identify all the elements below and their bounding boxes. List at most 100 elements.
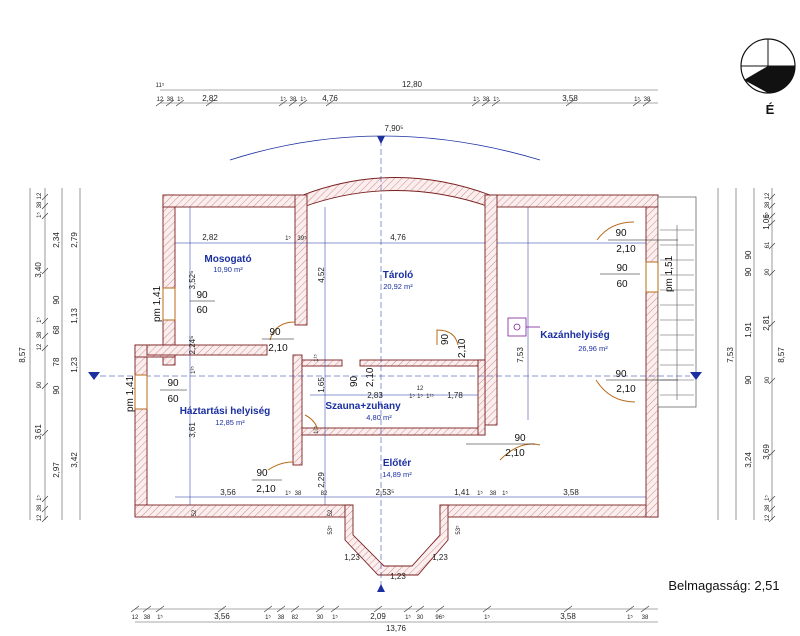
svg-text:90: 90 <box>440 333 451 345</box>
dimension-label: 1,23 <box>432 553 448 562</box>
dimension-label: 78 <box>52 357 61 366</box>
dimension-label: 2,97 <box>52 462 61 478</box>
dimension-label: 38 <box>290 97 297 103</box>
svg-text:90: 90 <box>269 327 281 338</box>
room-szauna: Szauna+zuhany 4,80 m² <box>325 401 401 422</box>
left-segment-labels: 12381⁵3,401⁵3812903,611⁵38122,3490687890… <box>34 192 79 521</box>
svg-text:90: 90 <box>256 468 268 479</box>
section-marker-left <box>88 372 100 380</box>
dimension-label: 96⁵ <box>435 614 445 621</box>
svg-text:90: 90 <box>615 228 627 239</box>
svg-text:60: 60 <box>167 394 179 405</box>
svg-text:90: 90 <box>615 369 627 380</box>
door-label-d7: 902,10 <box>466 433 535 459</box>
dimension-label: 90 <box>52 385 61 394</box>
dimension-label: 90 <box>744 250 753 259</box>
dimension-label: 1⁵ <box>634 96 640 103</box>
dimension-label: 82 <box>292 615 299 621</box>
dimension-label: 3,61 <box>34 424 43 440</box>
svg-text:2,10: 2,10 <box>256 484 276 495</box>
dimension-label: 3,61 <box>188 422 197 438</box>
dimension-label: 38 <box>765 201 771 208</box>
dimension-label: 1⁵ <box>417 393 423 400</box>
dimension-label: 1⁵ <box>764 212 771 218</box>
svg-text:Előtér: Előtér <box>383 458 411 469</box>
dimension-label: 1⁵ <box>265 614 271 621</box>
door-label-d2: 902,10 <box>262 327 294 354</box>
dimension-label: 1,91 <box>744 322 753 338</box>
dimension-label: 2,24⁵ <box>188 336 197 355</box>
dimension-label: 38 <box>144 615 151 621</box>
top-dimensions <box>155 89 658 107</box>
arch-arrow <box>229 135 541 161</box>
dimension-label: 68 <box>52 325 61 334</box>
svg-text:20,92 m²: 20,92 m² <box>383 282 413 291</box>
dimension-label: 1⁵ <box>502 490 508 497</box>
svg-text:2,10: 2,10 <box>505 448 525 459</box>
left-total-dim: 8,57 <box>18 347 27 363</box>
dimension-label: 38 <box>167 97 174 103</box>
right-dimensions <box>717 188 776 523</box>
dimension-label: 3,24 <box>744 452 753 468</box>
north-arrow-icon: É <box>740 38 796 117</box>
dimension-label: 7,53 <box>726 347 735 363</box>
dimension-label: 3,58 <box>560 612 576 621</box>
arch-dim: 7,90⁵ <box>385 124 404 133</box>
svg-text:12,85 m²: 12,85 m² <box>215 418 245 427</box>
dimension-label: 12 <box>37 343 43 350</box>
dimension-label: 61 <box>765 241 771 248</box>
dimension-label: 82 <box>321 491 328 497</box>
svg-text:2,10: 2,10 <box>268 343 288 354</box>
dimension-label: 90 <box>744 267 753 276</box>
dimension-label: 12 <box>37 514 43 521</box>
dimension-label: 38 <box>278 615 285 621</box>
dimension-label: 1⁵ <box>405 614 411 621</box>
pm-label-2: pm 1,41 <box>125 375 136 412</box>
svg-text:2,10: 2,10 <box>616 384 636 395</box>
dimension-label: 3,40 <box>34 262 43 278</box>
dimension-label: 1,23 <box>70 357 79 373</box>
dimension-label: 30 <box>417 615 424 621</box>
room-eloter: Előtér 14,89 m² <box>382 458 412 479</box>
windows <box>134 261 659 410</box>
dimension-label: 1⁵ <box>300 96 306 103</box>
north-label: É <box>766 102 775 117</box>
dimension-label: 38 <box>490 491 497 497</box>
dimension-label: 3,58 <box>563 488 579 497</box>
dimension-label: 90 <box>765 376 771 383</box>
dimension-label: 1¹⁵ <box>313 354 320 362</box>
svg-text:14,89 m²: 14,89 m² <box>382 470 412 479</box>
top-total-dim: 12,80 <box>402 80 423 89</box>
dimension-label: 1¹⁵ <box>426 393 434 400</box>
dimension-label: 1,78 <box>447 391 463 400</box>
room-haztartasi: Háztartási helyiség 12,85 m² <box>180 406 271 427</box>
bottom-total-dim: 13,76 <box>386 624 407 633</box>
dimension-label: 3,69 <box>762 444 771 460</box>
dimension-label: 38 <box>37 201 43 208</box>
dimension-label: 2,53⁵ <box>376 488 395 497</box>
dimension-label: 1,23 <box>344 553 360 562</box>
svg-text:Kazánhelyiség: Kazánhelyiség <box>540 330 609 341</box>
dimension-label: 1,23 <box>390 572 406 581</box>
svg-text:60: 60 <box>196 305 208 316</box>
dimension-label: 1⁵ <box>332 614 338 621</box>
room-mosogato: Mosogató 10,90 m² <box>204 254 251 274</box>
dimension-label: 4,76 <box>390 233 406 242</box>
bottom-dimensions <box>130 605 658 623</box>
dimension-label: 2,79 <box>70 232 79 248</box>
dimension-label: 1⁵ <box>157 614 163 621</box>
dimension-label: 12 <box>417 386 424 392</box>
dimension-label: 1⁵ <box>473 96 479 103</box>
dimension-label: 3,56 <box>214 612 230 621</box>
left-dimensions <box>29 188 81 523</box>
dimension-label: 2,81 <box>762 315 771 331</box>
svg-text:Mosogató: Mosogató <box>204 254 251 265</box>
svg-text:4,80 m²: 4,80 m² <box>366 413 392 422</box>
dimension-label: 1⁵ <box>409 393 415 400</box>
dimension-label: 1,41 <box>454 488 470 497</box>
